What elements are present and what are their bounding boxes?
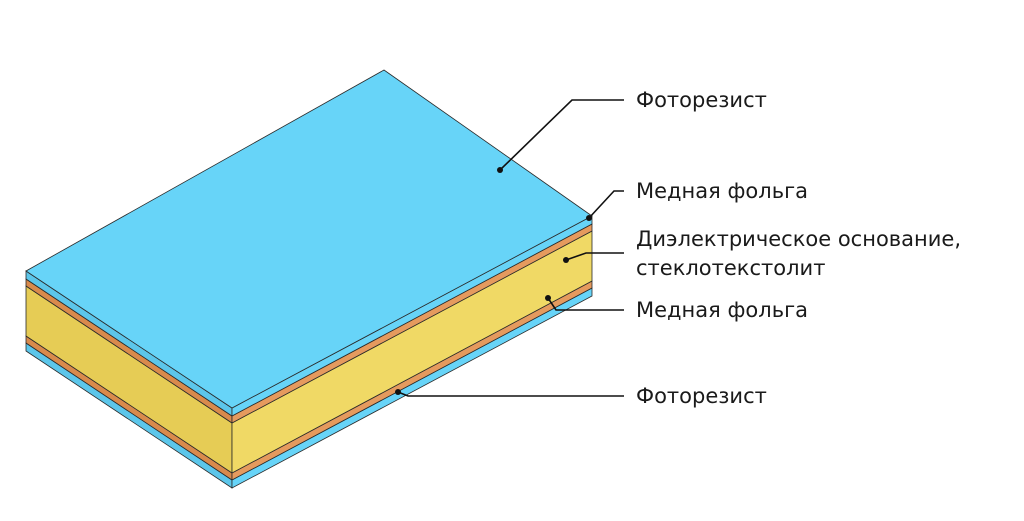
label-dielectric-line1: Диэлектрическое основание,	[636, 227, 962, 251]
leader-bottom-copper	[547, 297, 624, 311]
leader-dielectric	[565, 252, 624, 261]
anchor-bottom-copper	[545, 295, 551, 301]
anchor-top-copper	[586, 215, 592, 221]
label-bottom-copper-foil: Медная фольга	[636, 298, 808, 322]
anchor-bottom-photoresist	[395, 389, 401, 395]
top-photoresist-surface	[25, 69, 593, 409]
anchor-dielectric	[563, 257, 569, 263]
label-bottom-photoresist: Фоторезист	[636, 384, 767, 408]
label-top-copper-foil: Медная фольга	[636, 179, 808, 203]
left-face	[25, 270, 233, 489]
leader-lines	[397, 99, 624, 397]
front-face	[231, 215, 593, 489]
label-dielectric-line2: стеклотекстолит	[636, 256, 826, 280]
label-top-photoresist: Фоторезист	[636, 88, 767, 112]
anchor-top-photoresist	[497, 167, 503, 173]
anchor-dots	[395, 167, 592, 395]
leader-bottom-photoresist	[397, 391, 624, 397]
leader-top-copper	[588, 190, 624, 219]
leader-top-photoresist	[499, 99, 624, 171]
